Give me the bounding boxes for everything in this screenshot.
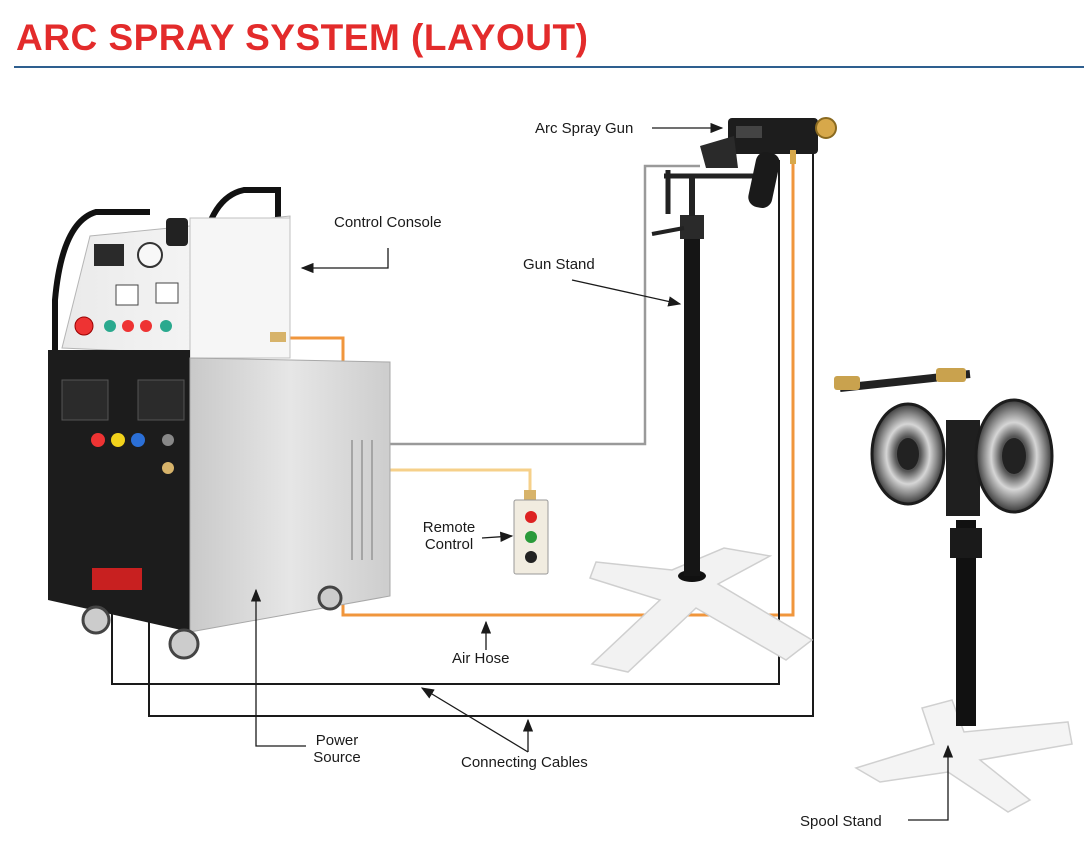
- leader-power-source: [250, 588, 306, 747]
- label-power-source-line1: Power: [315, 732, 359, 749]
- power-cable-2: [148, 138, 814, 717]
- gun-control-cable: [172, 164, 700, 446]
- label-remote-control-line2: Control: [424, 536, 474, 553]
- air-hose-line: [286, 160, 795, 617]
- leader-remote-control: [481, 531, 514, 542]
- title-divider: [14, 66, 1084, 68]
- control-console-icon: [48, 187, 391, 660]
- page-title: ARC SPRAY SYSTEM (LAYOUT): [16, 17, 589, 58]
- label-gun-stand: Gun Stand: [523, 256, 595, 273]
- label-spool-stand: Spool Stand: [800, 813, 882, 830]
- leader-control-console: [300, 248, 389, 274]
- label-air-hose: Air Hose: [452, 650, 510, 667]
- label-remote-control: Remote Control: [416, 519, 482, 553]
- remote-control-icon: [513, 490, 549, 575]
- leader-connecting-cables-a: [420, 687, 529, 753]
- arc-spray-gun-icon: [700, 117, 837, 209]
- label-leaders: [250, 122, 954, 821]
- label-power-source: Power Source: [306, 732, 368, 766]
- label-arc-spray-gun: Arc Spray Gun: [535, 120, 634, 137]
- leader-gun-stand: [571, 279, 682, 307]
- spool-stand-icon: [834, 368, 1073, 813]
- gun-stand-icon: [589, 170, 814, 673]
- leader-spool-stand: [908, 744, 954, 821]
- label-power-source-line2: Source: [313, 749, 361, 766]
- power-cable-1: [111, 160, 780, 685]
- label-control-console: Control Console: [334, 214, 442, 231]
- label-remote-control-line1: Remote: [422, 519, 476, 536]
- label-connecting-cables: Connecting Cables: [461, 754, 588, 771]
